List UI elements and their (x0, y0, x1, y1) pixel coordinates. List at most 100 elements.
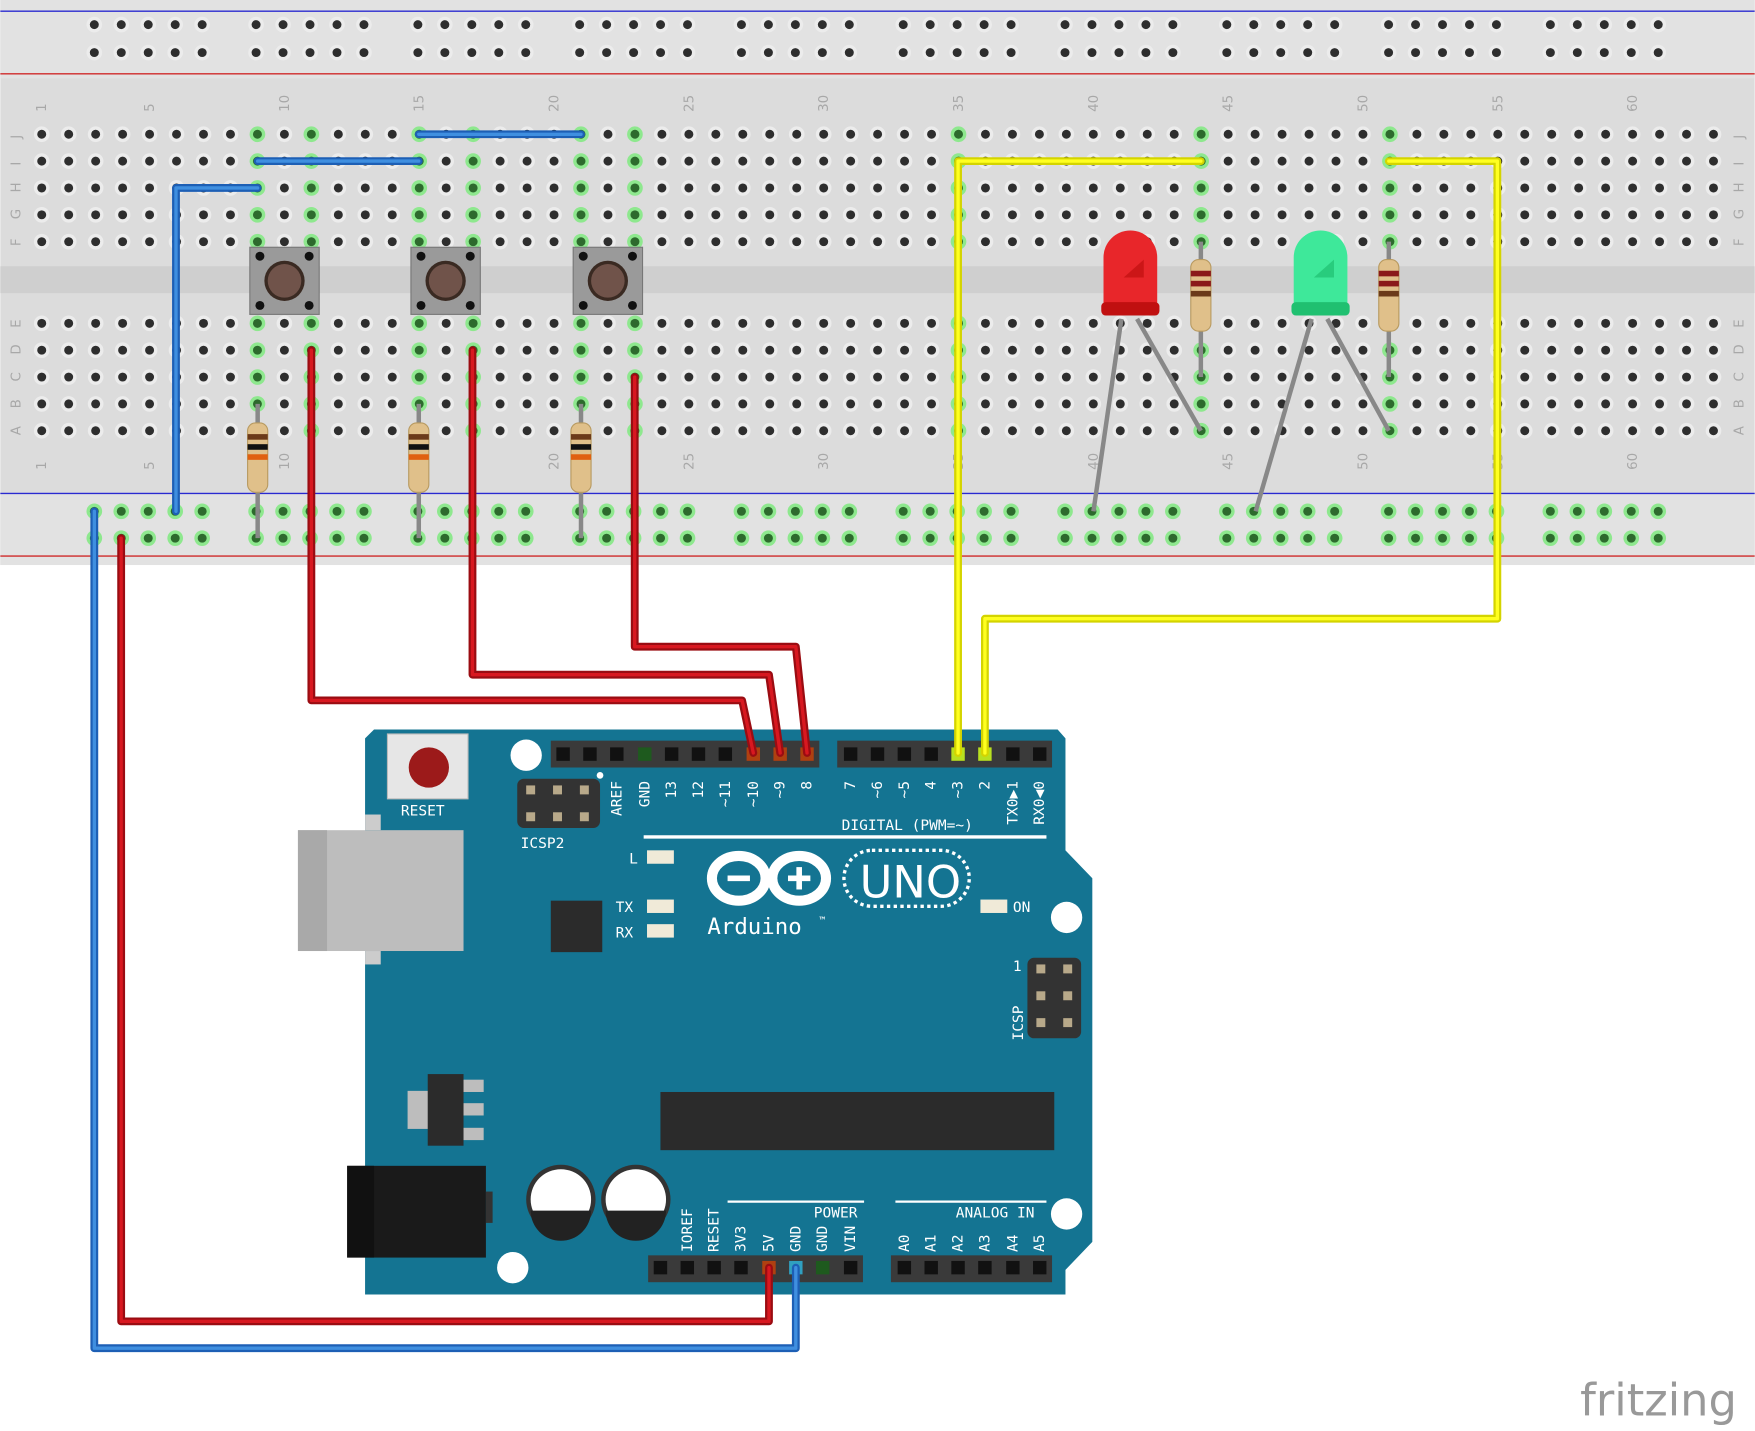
breadboard-hole-center (1250, 210, 1260, 220)
breadboard-hole-center (1628, 372, 1638, 382)
header-pin[interactable] (1006, 1260, 1020, 1275)
rail-hole-center (656, 533, 666, 543)
breadboard-hole-center (225, 156, 235, 166)
rail-hole-center (1330, 506, 1340, 516)
breadboard-hole-center (333, 210, 343, 220)
pushbutton[interactable] (410, 246, 481, 315)
led[interactable] (1091, 230, 1203, 512)
breadboard-hole-center (657, 210, 667, 220)
breadboard-hole-center (441, 183, 451, 193)
header-pin[interactable] (691, 747, 706, 761)
breadboard-hole-center (1358, 129, 1368, 139)
breadboard-hole-center (1574, 426, 1584, 436)
header-pin[interactable] (556, 747, 570, 761)
breadboard-hole-center (91, 129, 101, 139)
breadboard-hole-center (387, 237, 397, 247)
header-pin[interactable] (610, 747, 624, 761)
header-pin[interactable] (680, 1260, 695, 1275)
resistor[interactable] (570, 403, 592, 539)
pushbutton[interactable] (572, 246, 644, 315)
rail-hole-center (1114, 506, 1124, 516)
header-pin[interactable] (638, 747, 652, 761)
rail-hole-center (1599, 20, 1609, 30)
resistor[interactable] (247, 403, 269, 539)
breadboard-hole-center (549, 345, 559, 355)
rail-hole-center (1626, 506, 1636, 516)
led-l-label: L (629, 852, 638, 868)
breadboard-hole-center (1358, 210, 1368, 220)
header-pin[interactable] (843, 1260, 858, 1275)
breadboard-hole-center (1142, 399, 1152, 409)
rail-hole-center (1087, 48, 1097, 58)
resistor[interactable] (408, 403, 430, 539)
breadboard-hole-center (1061, 210, 1071, 220)
breadboard-hole-center (387, 426, 397, 436)
icsp-header (1027, 957, 1082, 1039)
breadboard-hole-center (1304, 372, 1314, 382)
breadboard-hole-center (1466, 210, 1476, 220)
rail-hole-center (1303, 20, 1313, 30)
resistor[interactable] (1378, 241, 1400, 378)
rail-hole-center (1276, 48, 1286, 58)
header-pin[interactable] (664, 747, 679, 761)
breadboard-hole-center (1142, 345, 1152, 355)
breadboard-hole-center (1034, 210, 1044, 220)
reset-button[interactable] (386, 733, 469, 800)
header-pin[interactable] (870, 747, 885, 761)
header-pin[interactable] (978, 1260, 992, 1275)
rail-hole-center (440, 533, 450, 543)
rail-hole-center (143, 506, 153, 516)
breadboard-hole-center (252, 372, 262, 382)
column-label: 20 (548, 453, 563, 470)
row-label: D (1732, 344, 1747, 354)
breadboard-hole-center (522, 426, 532, 436)
header-pin[interactable] (1006, 747, 1020, 761)
header-pin[interactable] (897, 1260, 912, 1275)
header-pin[interactable] (843, 747, 858, 761)
header-pin[interactable] (583, 747, 597, 761)
header-pin[interactable] (1033, 1260, 1047, 1275)
led[interactable] (1253, 230, 1391, 512)
header-pin[interactable] (924, 747, 938, 761)
breadboard-hole-center (37, 426, 47, 436)
breadboard-hole-center (1034, 426, 1044, 436)
column-label: 35 (952, 95, 967, 112)
rail-hole-center (1411, 20, 1421, 30)
header-pin[interactable] (707, 1260, 721, 1275)
rail-hole-center (143, 48, 153, 58)
header-pin[interactable] (815, 1260, 830, 1275)
header-pin[interactable] (1033, 747, 1047, 761)
breadboard-hole-center (1439, 237, 1449, 247)
breadboard-hole-center (1439, 345, 1449, 355)
breadboard-hole-center (1142, 129, 1152, 139)
breadboard-hole-center (657, 129, 667, 139)
breadboard-hole-center (37, 183, 47, 193)
breadboard-hole-center (657, 183, 667, 193)
breadboard-hole-center (1277, 237, 1287, 247)
breadboard-hole-center (522, 399, 532, 409)
rail-hole-center (1006, 20, 1016, 30)
breadboard-hole-center (64, 318, 74, 328)
pin-label: VIN (843, 1226, 859, 1252)
pushbutton[interactable] (249, 246, 320, 315)
breadboard-hole-center (1412, 426, 1422, 436)
header-pin[interactable] (718, 747, 733, 761)
header-pin[interactable] (653, 1260, 668, 1275)
breadboard-hole-center (145, 156, 155, 166)
header-pin[interactable] (924, 1260, 938, 1275)
breadboard-hole-center (819, 156, 829, 166)
header-pin[interactable] (734, 1260, 748, 1275)
breadboard-hole-center (225, 129, 235, 139)
breadboard-hole-center (118, 210, 128, 220)
resistor[interactable] (1190, 241, 1212, 378)
breadboard-hole-center (199, 210, 208, 220)
pin-label: A4 (1005, 1234, 1021, 1252)
rail-hole-center (790, 48, 800, 58)
breadboard-hole-center (1682, 156, 1692, 166)
breadboard-hole-center (1304, 399, 1314, 409)
header-pin[interactable] (897, 747, 912, 761)
rail-hole-center (1438, 20, 1447, 30)
header-pin[interactable] (951, 1260, 965, 1275)
breadboard-hole-center (1304, 210, 1314, 220)
breadboard-hole-center (1601, 318, 1611, 328)
